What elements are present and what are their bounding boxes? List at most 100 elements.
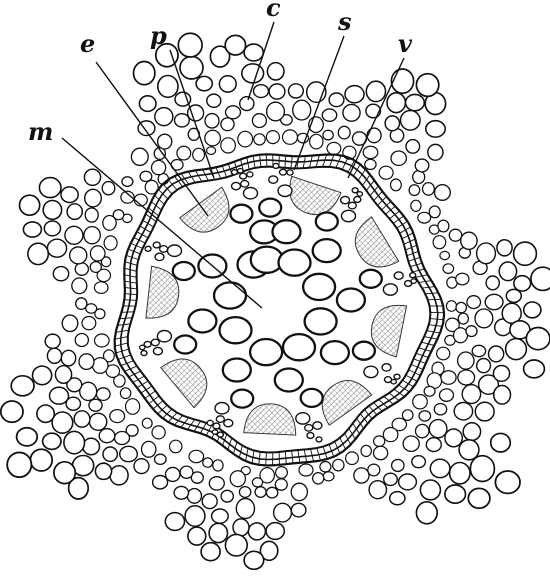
xylem-vessel bbox=[281, 332, 317, 362]
endodermis-cell-wall bbox=[339, 437, 346, 450]
xylem-vessel bbox=[312, 421, 323, 430]
phloem-patch-crosshatch bbox=[160, 359, 207, 408]
cortex-cell bbox=[66, 377, 83, 393]
cortex-cell bbox=[427, 143, 444, 161]
cortex-cell bbox=[436, 346, 451, 361]
cortex-cell bbox=[367, 463, 381, 477]
endodermis-cell-wall bbox=[357, 169, 366, 181]
endodermis-cell-wall bbox=[377, 196, 387, 206]
cortex-cell bbox=[326, 141, 342, 155]
endodermis-cell-wall bbox=[352, 423, 360, 434]
cortex-cell bbox=[417, 211, 432, 224]
xylem-vessel bbox=[152, 241, 161, 249]
cortex-cell bbox=[384, 115, 401, 132]
cortex-cell bbox=[296, 132, 310, 144]
xylem-vessel bbox=[212, 422, 221, 430]
cortex-cell bbox=[477, 374, 500, 395]
cortex-cell bbox=[452, 327, 469, 344]
cortex-cell bbox=[373, 435, 386, 448]
cortex-cell bbox=[275, 466, 289, 480]
endodermis-cell-wall bbox=[383, 396, 394, 405]
figure-labels: m e p c s v bbox=[28, 0, 413, 146]
cortex-cell bbox=[46, 238, 68, 258]
cortex-cell bbox=[119, 387, 132, 400]
cortex-cell bbox=[411, 455, 427, 469]
endodermis-cell-wall bbox=[120, 360, 134, 366]
cortex-cell bbox=[118, 445, 138, 463]
cortex-cell bbox=[202, 457, 214, 468]
cortex-cell bbox=[465, 325, 478, 338]
cortex-cell bbox=[177, 32, 203, 58]
cortex-cell bbox=[368, 480, 388, 500]
endodermis-cell-wall bbox=[344, 433, 352, 445]
cortex-cell bbox=[204, 129, 222, 147]
xylem-vessel bbox=[271, 219, 302, 245]
endodermis-cell-wall bbox=[396, 220, 408, 229]
endodermis-cell-wall bbox=[413, 358, 426, 364]
cortex-cell bbox=[68, 246, 88, 265]
cortex-cell bbox=[200, 541, 221, 562]
xylem-vessel bbox=[143, 340, 152, 348]
endodermis-cell-wall bbox=[303, 449, 308, 463]
cortex-cell bbox=[125, 423, 139, 437]
cortex-cell bbox=[27, 242, 50, 266]
cortex-cell bbox=[85, 303, 98, 314]
xylem-vessel bbox=[383, 376, 393, 384]
cortex-cell bbox=[281, 129, 299, 145]
endodermis-cell-wall bbox=[430, 311, 445, 314]
endodermis-cell-wall bbox=[194, 170, 203, 182]
cortex-cell bbox=[52, 265, 70, 282]
cortex-cell bbox=[448, 461, 471, 485]
endodermis-cell-wall bbox=[121, 311, 135, 313]
endodermis-cell-wall bbox=[124, 261, 138, 266]
endodermis-cell-wall bbox=[356, 418, 365, 429]
cortex-cell bbox=[439, 250, 451, 261]
cortex-cell bbox=[453, 401, 474, 421]
cortex-cell bbox=[206, 146, 217, 156]
cortex-cell bbox=[342, 103, 361, 122]
cortex-cell bbox=[81, 437, 101, 456]
cortex-cell bbox=[455, 301, 468, 314]
cortex-cell bbox=[362, 145, 379, 160]
endodermis-cell-wall bbox=[359, 413, 369, 424]
cortex-cell bbox=[96, 268, 112, 283]
cortex-cell bbox=[397, 473, 418, 491]
endodermis-cell-wall bbox=[353, 164, 361, 177]
cortex-cell bbox=[432, 235, 447, 250]
endodermis-cell-wall bbox=[362, 174, 371, 186]
endodermis-cell-wall bbox=[316, 447, 321, 461]
cortex-cell bbox=[89, 245, 106, 262]
xylem-vessel bbox=[230, 168, 239, 176]
xylem-vessel bbox=[248, 337, 284, 367]
cortex-cell bbox=[445, 317, 460, 333]
endodermis-cell-wall bbox=[322, 446, 328, 460]
cortex-cell bbox=[187, 526, 207, 546]
cortex-cell bbox=[224, 533, 249, 557]
cortex-cell bbox=[290, 482, 309, 502]
cortex-cell bbox=[51, 411, 74, 434]
cortex-cell bbox=[438, 388, 455, 402]
endodermis-cell-wall bbox=[401, 232, 414, 240]
cortex-cell bbox=[383, 472, 399, 487]
cortex-cell bbox=[208, 522, 229, 544]
endodermis-cell-wall bbox=[405, 374, 418, 382]
endodermis-cell-wall bbox=[418, 347, 432, 352]
cortex-cell bbox=[109, 408, 126, 424]
endodermis-cell-wall bbox=[114, 336, 128, 340]
cortex-cell bbox=[496, 238, 513, 257]
cortex-cell bbox=[10, 374, 35, 397]
cortex-cell bbox=[190, 471, 204, 484]
xylem-vessel bbox=[304, 423, 314, 432]
endodermis-cell-wall bbox=[199, 422, 207, 434]
xylem-vessel bbox=[268, 175, 279, 185]
cortex-cell bbox=[423, 385, 436, 397]
cortex-cell bbox=[238, 95, 255, 112]
cortex-cell bbox=[474, 308, 494, 329]
endodermis-cell-wall bbox=[388, 392, 400, 402]
endodermis-cell-wall bbox=[154, 194, 165, 205]
cortex-cell bbox=[67, 476, 90, 500]
xylem-vessel bbox=[351, 340, 377, 361]
cortex-cell bbox=[209, 45, 231, 68]
cortex-cell bbox=[89, 260, 103, 274]
xylem-vessel bbox=[295, 411, 311, 425]
